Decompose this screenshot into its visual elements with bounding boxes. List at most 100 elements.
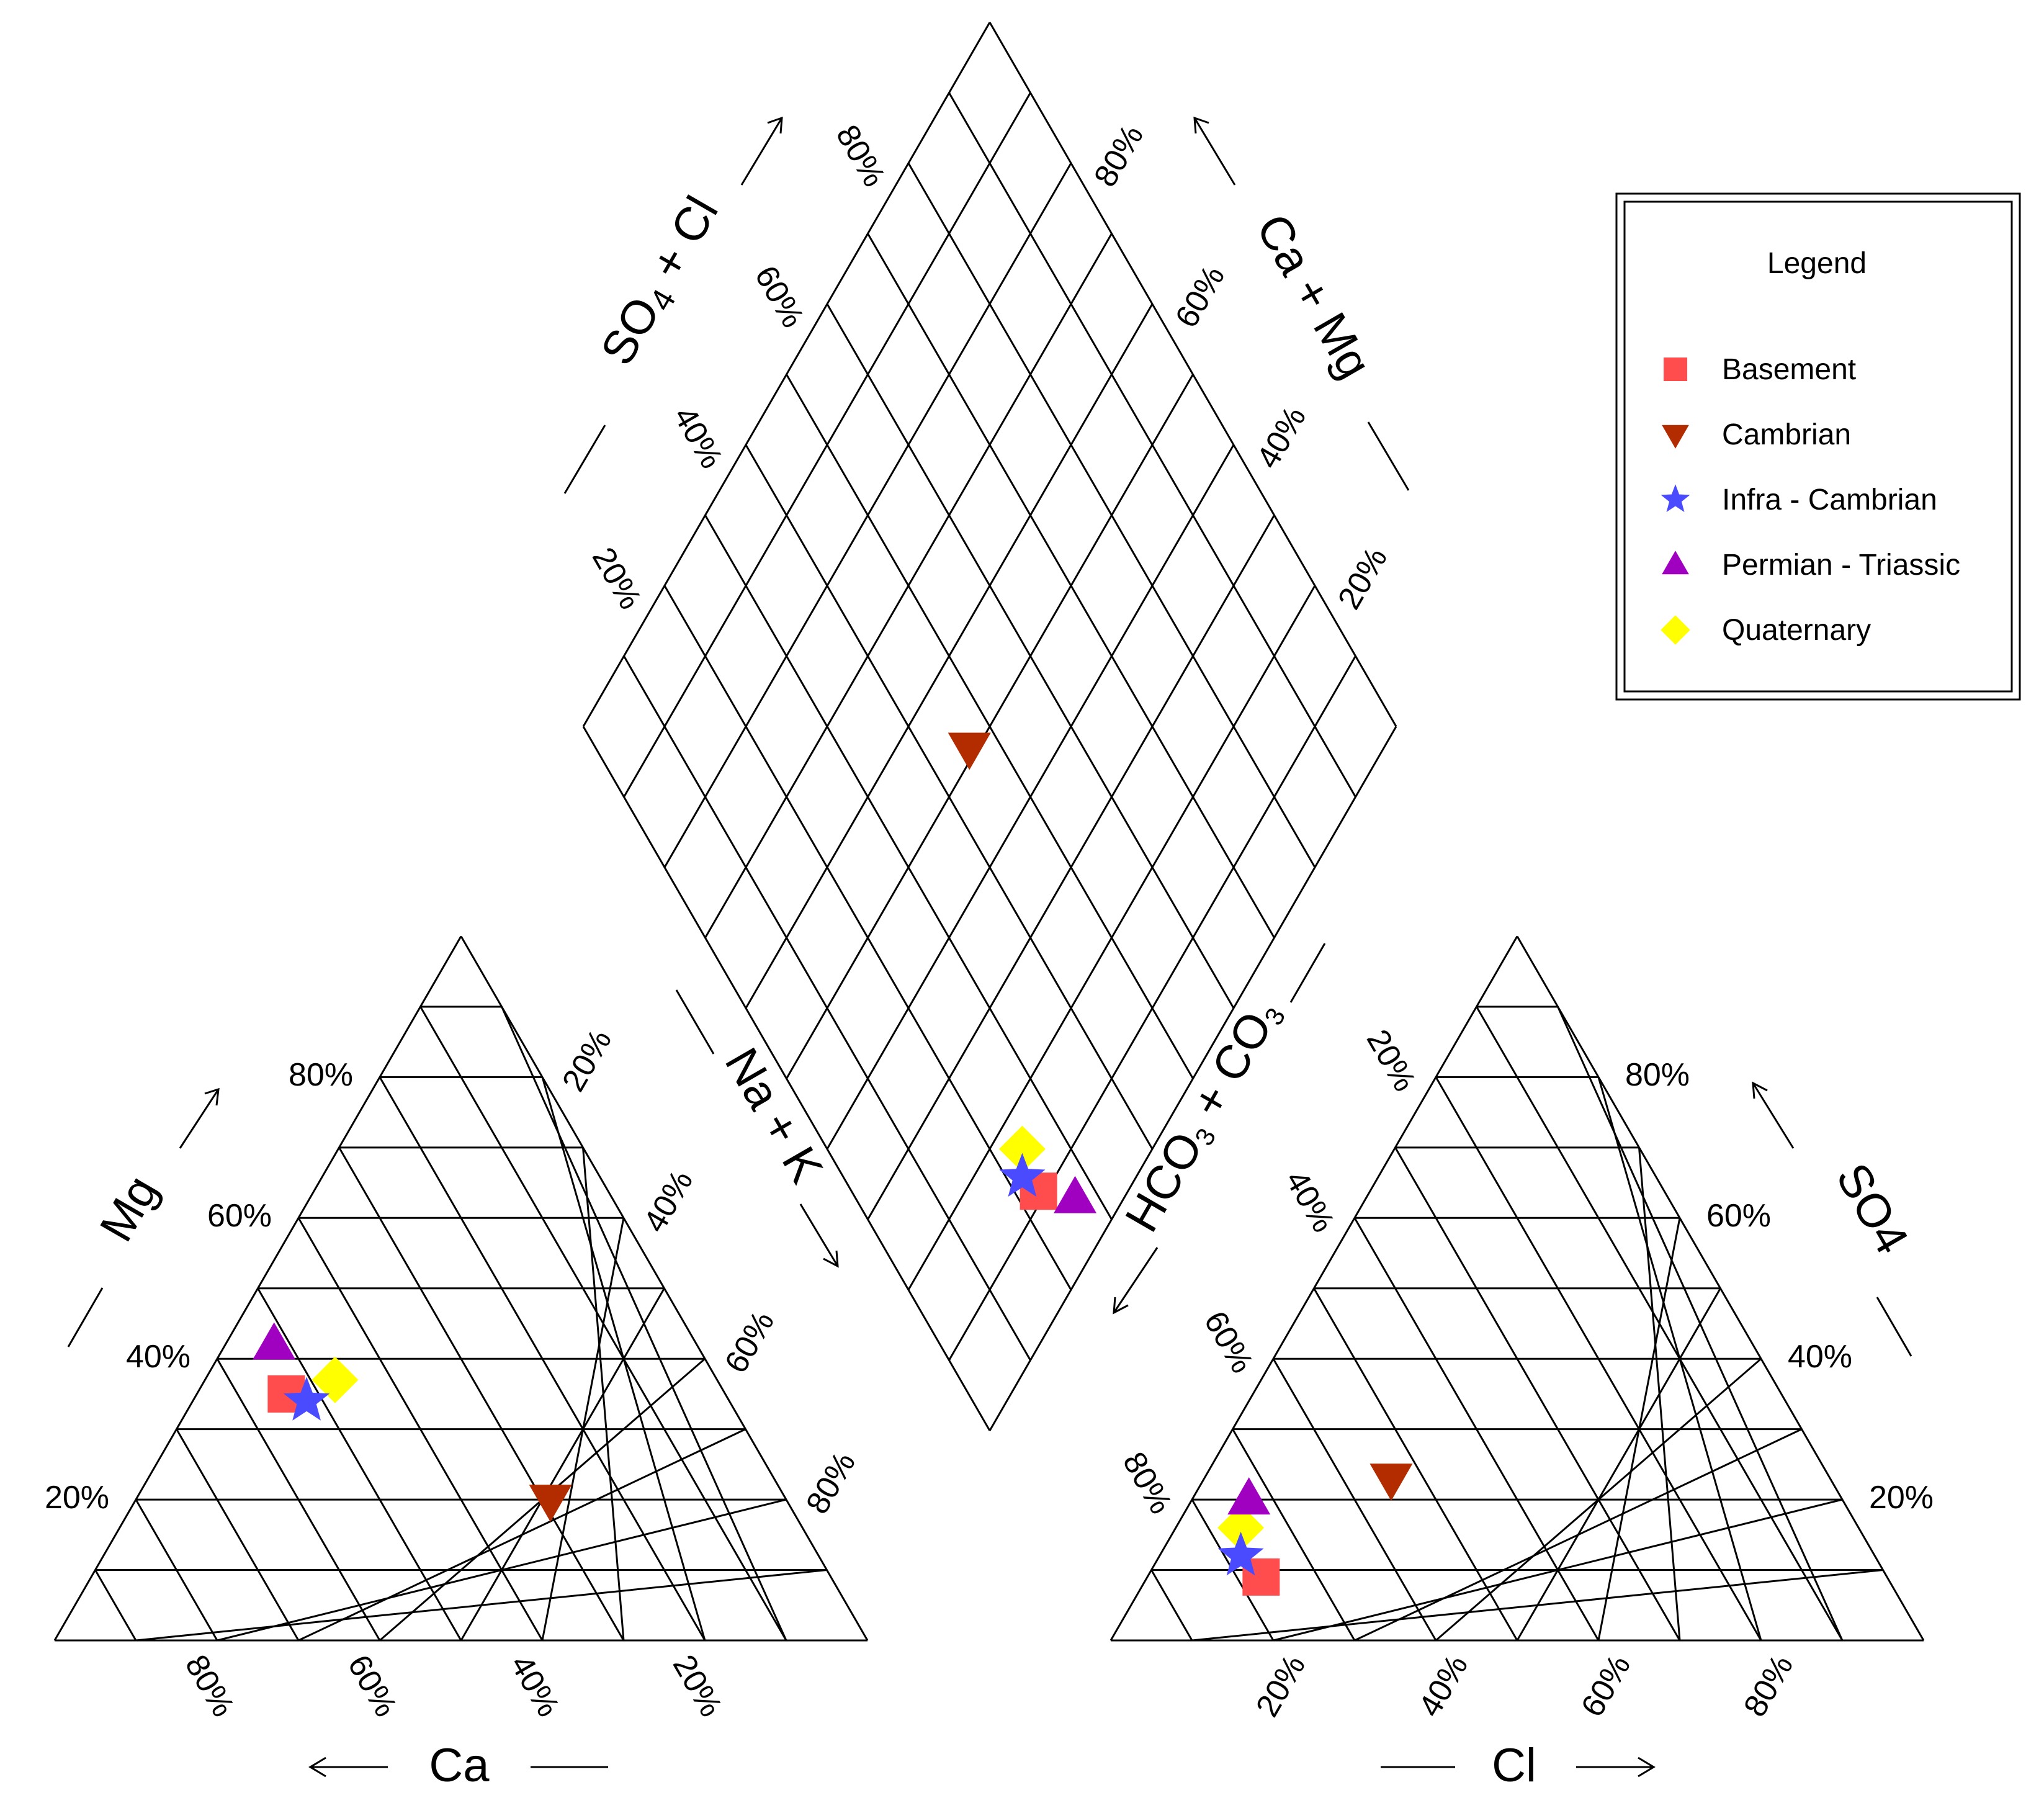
diamond-gridline: [948, 92, 1356, 798]
ca-arrow-head: [308, 1756, 326, 1778]
mg-axis-arrow: [179, 1089, 220, 1149]
anion-hco3-tick-label: 20%: [1360, 1023, 1423, 1097]
cation-triangle-gridline: [338, 1147, 625, 1641]
anion-triangle-gridline: [1516, 1288, 1721, 1641]
diamond-point-permian-triassic: [1054, 1176, 1097, 1213]
cl-axis-label: Cl: [1492, 1739, 1536, 1792]
legend-marker-permian-triassic: [1662, 551, 1689, 575]
anion-triangle-gridline: [1557, 1006, 1844, 1641]
anion-point-infra-cambrian: [1217, 1531, 1264, 1576]
anion-triangle-gridline: [1313, 1288, 1518, 1641]
anion-point-cambrian: [1369, 1464, 1413, 1501]
diamond-gridline: [623, 92, 1031, 798]
cation-triangle-gridline: [257, 1288, 462, 1641]
anion-so4-tick-label: 40%: [1788, 1339, 1852, 1375]
so4-cl-axis-arrow: [740, 117, 783, 186]
legend-inner-frame: [1623, 200, 2013, 693]
ca-mg-arrow-head: [1193, 116, 1209, 134]
diamond-gridline: [786, 374, 1194, 1079]
so4-axis-arrow: [1752, 1082, 1795, 1149]
so4-axis-line: [1876, 1297, 1912, 1357]
cation-triangle-gridline: [216, 1358, 381, 1641]
diamond-point-quaternary: [998, 1125, 1046, 1172]
anion-hco3-tick-label: 80%: [1116, 1446, 1179, 1520]
anion-so4-tick-label: 60%: [1706, 1198, 1771, 1234]
cation-ca-tick-label: 80%: [178, 1649, 241, 1723]
anion-triangle-gridline: [1150, 1569, 1193, 1641]
cation-triangle-gridline: [135, 1499, 218, 1641]
cl-arrow-head: [1638, 1756, 1656, 1778]
anion-hco3-tick-label: 40%: [1278, 1164, 1342, 1238]
cation-nak-tick-label: 80%: [799, 1446, 863, 1520]
na-k-axis-arrow: [799, 1203, 839, 1267]
ca-mg-axis-arrow: [1193, 117, 1236, 186]
mg-axis-label: Mg: [90, 1167, 168, 1250]
diamond-camg-tick-label: 80%: [1087, 119, 1150, 193]
legend-marker-infra-cambrian: [1661, 484, 1690, 512]
anion-triangle-gridline: [1272, 1358, 1437, 1641]
na-k-axis-line: [675, 989, 715, 1055]
anion-triangle-gridline: [1476, 1006, 1844, 1641]
ca-mg-axis-line: [1367, 421, 1410, 491]
ca-mg-axis-label: Ca + Mg: [1246, 205, 1381, 387]
cation-mg-tick-label: 20%: [45, 1480, 109, 1516]
cation-ca-tick-label: 20%: [666, 1649, 729, 1723]
cation-triangle-gridline: [176, 1428, 300, 1641]
anion-point-quaternary: [1217, 1504, 1265, 1551]
mg-arrow-head: [204, 1087, 220, 1106]
diamond-camg-tick-label: 60%: [1168, 260, 1232, 334]
cation-point-cambrian: [529, 1485, 572, 1522]
so4-cl-arrow-head: [767, 116, 783, 134]
legend-outer-frame: [1615, 192, 2021, 701]
cation-point-infra-cambrian: [284, 1377, 330, 1421]
cl-axis-title: Cl: [1381, 1739, 1656, 1792]
legend-label-infra-cambrian: Infra - Cambrian: [1722, 483, 1937, 516]
anion-so4-tick-label: 20%: [1869, 1480, 1934, 1516]
diamond-gridline: [907, 163, 1316, 868]
legend-title: Legend: [1767, 247, 1867, 280]
cation-triangle-gridline: [379, 1076, 706, 1641]
na-k-arrow-head: [823, 1250, 839, 1268]
data-points: [253, 732, 1413, 1596]
cation-point-permian-triassic: [253, 1322, 296, 1360]
diamond-camg-tick-label: 40%: [1250, 401, 1313, 475]
diamond-so4cl-tick-label: 40%: [666, 401, 730, 475]
anion-triangle-gridline: [1638, 1147, 1681, 1641]
anion-point-permian-triassic: [1227, 1477, 1271, 1515]
anion-triangle-gridline: [1353, 1217, 1600, 1641]
cation-nak-tick-label: 20%: [555, 1023, 619, 1097]
cation-point-quaternary: [312, 1356, 359, 1403]
cation-triangle-gridline: [94, 1569, 137, 1641]
cation-mg-tick-label: 60%: [207, 1198, 272, 1234]
legend-label-basement: Basement: [1722, 353, 1856, 386]
so4-cl-axis-line: [563, 425, 606, 494]
hco3-co3-axis-arrow: [1113, 1247, 1159, 1313]
so4-axis-label: SO4: [1826, 1154, 1919, 1262]
anion-triangle-gridline: [1394, 1147, 1681, 1641]
anion-cl-tick-label: 40%: [1412, 1649, 1475, 1723]
anion-triangle-gridline: [1435, 1076, 1762, 1641]
anion-hco3-tick-label: 60%: [1197, 1305, 1260, 1379]
hco3-co3-axis-title: HCO3 + CO3: [1113, 943, 1326, 1315]
diamond-gridline: [867, 233, 1275, 938]
legend-marker-basement: [1664, 358, 1687, 381]
so4-axis-title: SO4: [1752, 1081, 1919, 1357]
anion-cl-tick-label: 80%: [1737, 1649, 1800, 1723]
anion-cl-tick-label: 20%: [1249, 1649, 1312, 1723]
diamond-camg-tick-label: 20%: [1331, 541, 1394, 615]
cation-nak-tick-label: 60%: [718, 1305, 781, 1379]
so4-arrow-head: [1752, 1081, 1768, 1099]
cation-triangle-gridline: [297, 1217, 544, 1641]
legend-label-cambrian: Cambrian: [1722, 418, 1851, 451]
anion-cl-tick-label: 60%: [1574, 1649, 1638, 1723]
so4-cl-axis-label: SO4 + Cl: [591, 187, 732, 376]
cation-triangle-gridline: [501, 1006, 787, 1641]
legend-label-permian-triassic: Permian - Triassic: [1722, 549, 1960, 582]
cation-nak-tick-label: 40%: [637, 1164, 700, 1238]
diamond-gridline: [826, 304, 1235, 1009]
diamond-point-cambrian: [948, 732, 991, 770]
cation-mg-tick-label: 40%: [126, 1339, 191, 1375]
